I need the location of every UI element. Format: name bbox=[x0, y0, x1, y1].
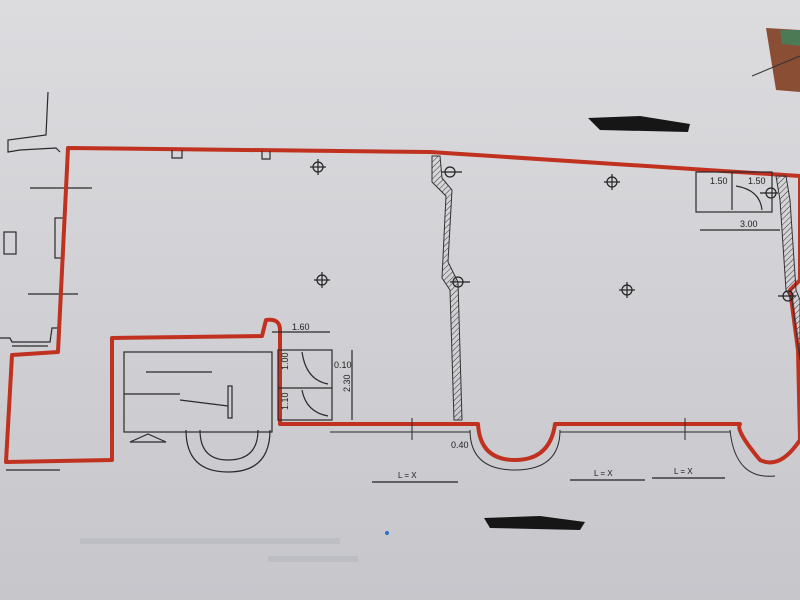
staircase bbox=[123, 351, 273, 473]
faint-text-line-2 bbox=[268, 556, 358, 562]
dim-wc-height: 2.30 bbox=[342, 374, 352, 392]
ink-dot bbox=[385, 531, 389, 535]
unit-boundary bbox=[4, 146, 800, 465]
bay-outlines bbox=[330, 418, 776, 477]
adjacent-building-lines bbox=[0, 91, 92, 471]
dim-wc-door-2: 1.10 bbox=[280, 392, 290, 410]
redacted-mark-top bbox=[588, 116, 690, 132]
dim-right-wc-2: 1.50 bbox=[748, 176, 766, 186]
dim-wc-gap: 0.10 bbox=[334, 360, 352, 370]
frontage-label-3: L = X bbox=[674, 467, 693, 476]
faint-text-line-1 bbox=[80, 538, 340, 544]
dim-wc-width: 1.60 bbox=[292, 322, 310, 332]
hatched-partition-wall bbox=[431, 155, 463, 421]
frontage-label-1: L = X bbox=[398, 471, 417, 480]
dim-right-wc-1: 1.50 bbox=[710, 176, 728, 186]
redacted-mark-bottom bbox=[484, 516, 585, 530]
hatched-exterior-wall bbox=[775, 175, 800, 361]
wc-block-left bbox=[272, 331, 353, 421]
dim-wc-door-1: 1.00 bbox=[280, 352, 290, 370]
column-markers bbox=[310, 159, 796, 302]
dim-right-span: 3.00 bbox=[740, 219, 758, 229]
frontage-label-2: L = X bbox=[594, 469, 613, 478]
wall-notches bbox=[171, 150, 271, 160]
wc-block-right bbox=[695, 171, 780, 231]
frontage-dimension-lines bbox=[372, 477, 725, 483]
dim-wall-thickness: 0.40 bbox=[451, 440, 469, 450]
revenue-stamp bbox=[751, 28, 800, 92]
